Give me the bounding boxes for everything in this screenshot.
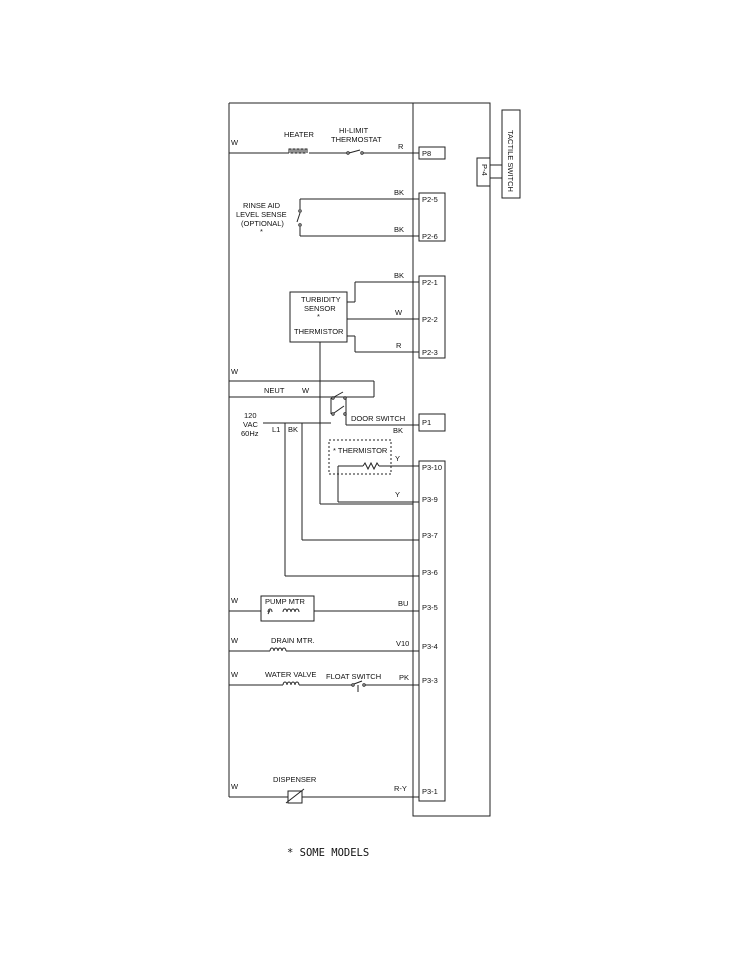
connector-label: P3-5 [422,603,438,612]
p4-label: P-4 [480,164,489,176]
hi-limit-label-2: THERMOSTAT [331,135,382,144]
l1-label: L1 [272,425,280,434]
rinse-aid-label-3: (OPTIONAL) [241,219,284,228]
tactile-switch-box [501,109,521,199]
heater-label: HEATER [284,130,314,139]
connector-p2-5-6 [418,192,446,242]
connector-label: P3-9 [422,495,438,504]
connector-p2-1-3 [418,275,446,359]
connector-label: P3-10 [422,463,442,472]
connector-label: P3-3 [422,676,438,685]
neut-label: NEUT [264,386,285,395]
wire-label: Y [395,454,400,463]
wire-label: BK [394,188,404,197]
rinse-aid-circuit: RINSE AID LEVEL SENSE (OPTIONAL) * BK BK… [236,188,446,242]
drain-motor-circuit: W DRAIN MTR. V10 [229,636,419,652]
wire-label: R [398,142,404,151]
connector-label: P2-5 [422,195,438,204]
wire-label: BK [394,271,404,280]
tactile-switch-label: TACTILE SWITCH [506,130,515,192]
connector-label: P3-6 [422,568,438,577]
wire-label: W [231,138,239,147]
connector-label: P2-6 [422,232,438,241]
wire-label: W [231,367,239,376]
dispenser-label: DISPENSER [273,775,317,784]
connector-label: P3-4 [422,642,438,651]
connector-label: P3-1 [422,787,438,796]
p4-box [476,157,491,187]
connector-label: P8 [422,149,431,158]
vac-label-3: 60Hz [241,429,259,438]
wire-label: W [231,596,239,605]
thermistor-opt-label: * THERMISTOR [333,446,388,455]
wire-label: BK [393,426,403,435]
vac-label-2: VAC [243,420,258,429]
turbidity-label-2: SENSOR [304,304,336,313]
connector-p8 [418,146,446,160]
wire-label: R-Y [394,784,407,793]
connector-label: P2-3 [422,348,438,357]
dispenser-circuit: W DISPENSER R-Y [229,775,419,804]
connector-label: P1 [422,418,431,427]
connector-label: P2-1 [422,278,438,287]
water-valve-label: WATER VALVE [265,670,316,679]
rinse-aid-label-4: * [260,227,263,236]
footnote: * SOME MODELS [287,847,369,859]
wire-label: V10 [396,639,409,648]
power-circuit: W NEUT W DOOR SWITCH BK P1 120 VAC 60Hz … [229,342,446,577]
rinse-aid-label: RINSE AID [243,201,281,210]
wire-label: W [395,308,403,317]
pump-mtr-label: PUMP MTR [265,597,305,606]
wire-label: BU [398,599,408,608]
wire-label: Y [395,490,400,499]
water-valve-circuit: W WATER VALVE FLOAT SWITCH PK [229,670,419,692]
control-board [412,102,491,817]
wire-label: PK [399,673,409,682]
pump-motor-circuit: W PUMP MTR BU [229,595,419,622]
wire-label: BK [394,225,404,234]
thermistor-circuit: * THERMISTOR Y Y [328,439,419,503]
turbidity-sensor-box [289,291,348,343]
wire-label: R [396,341,402,350]
wire-label: W [231,670,239,679]
hi-limit-label: HI-LIMIT [339,126,369,135]
wire-label: BK [288,425,298,434]
connector-label: P2-2 [422,315,438,324]
float-switch-label: FLOAT SWITCH [326,672,381,681]
vac-label: 120 [244,411,257,420]
connector-p1 [418,413,446,432]
pump-motor-box [260,595,315,622]
wire-label: W [302,386,310,395]
connector-label: P3-7 [422,531,438,540]
drain-mtr-label: DRAIN MTR. [271,636,315,645]
thermistor-label: THERMISTOR [294,327,344,336]
connector-p3-block [418,460,446,802]
wire-label: W [231,782,239,791]
door-switch-label: DOOR SWITCH [351,414,405,423]
heater-circuit: W HEATER HI-LIMIT THERMOSTAT R P8 [229,126,446,160]
rinse-aid-label-2: LEVEL SENSE [236,210,287,219]
turbidity-label: TURBIDITY [301,295,341,304]
turbidity-circuit: TURBIDITY SENSOR * THERMISTOR BK W R P2-… [289,271,446,359]
turbidity-label-3: * [317,312,320,321]
wire-label: W [231,636,239,645]
